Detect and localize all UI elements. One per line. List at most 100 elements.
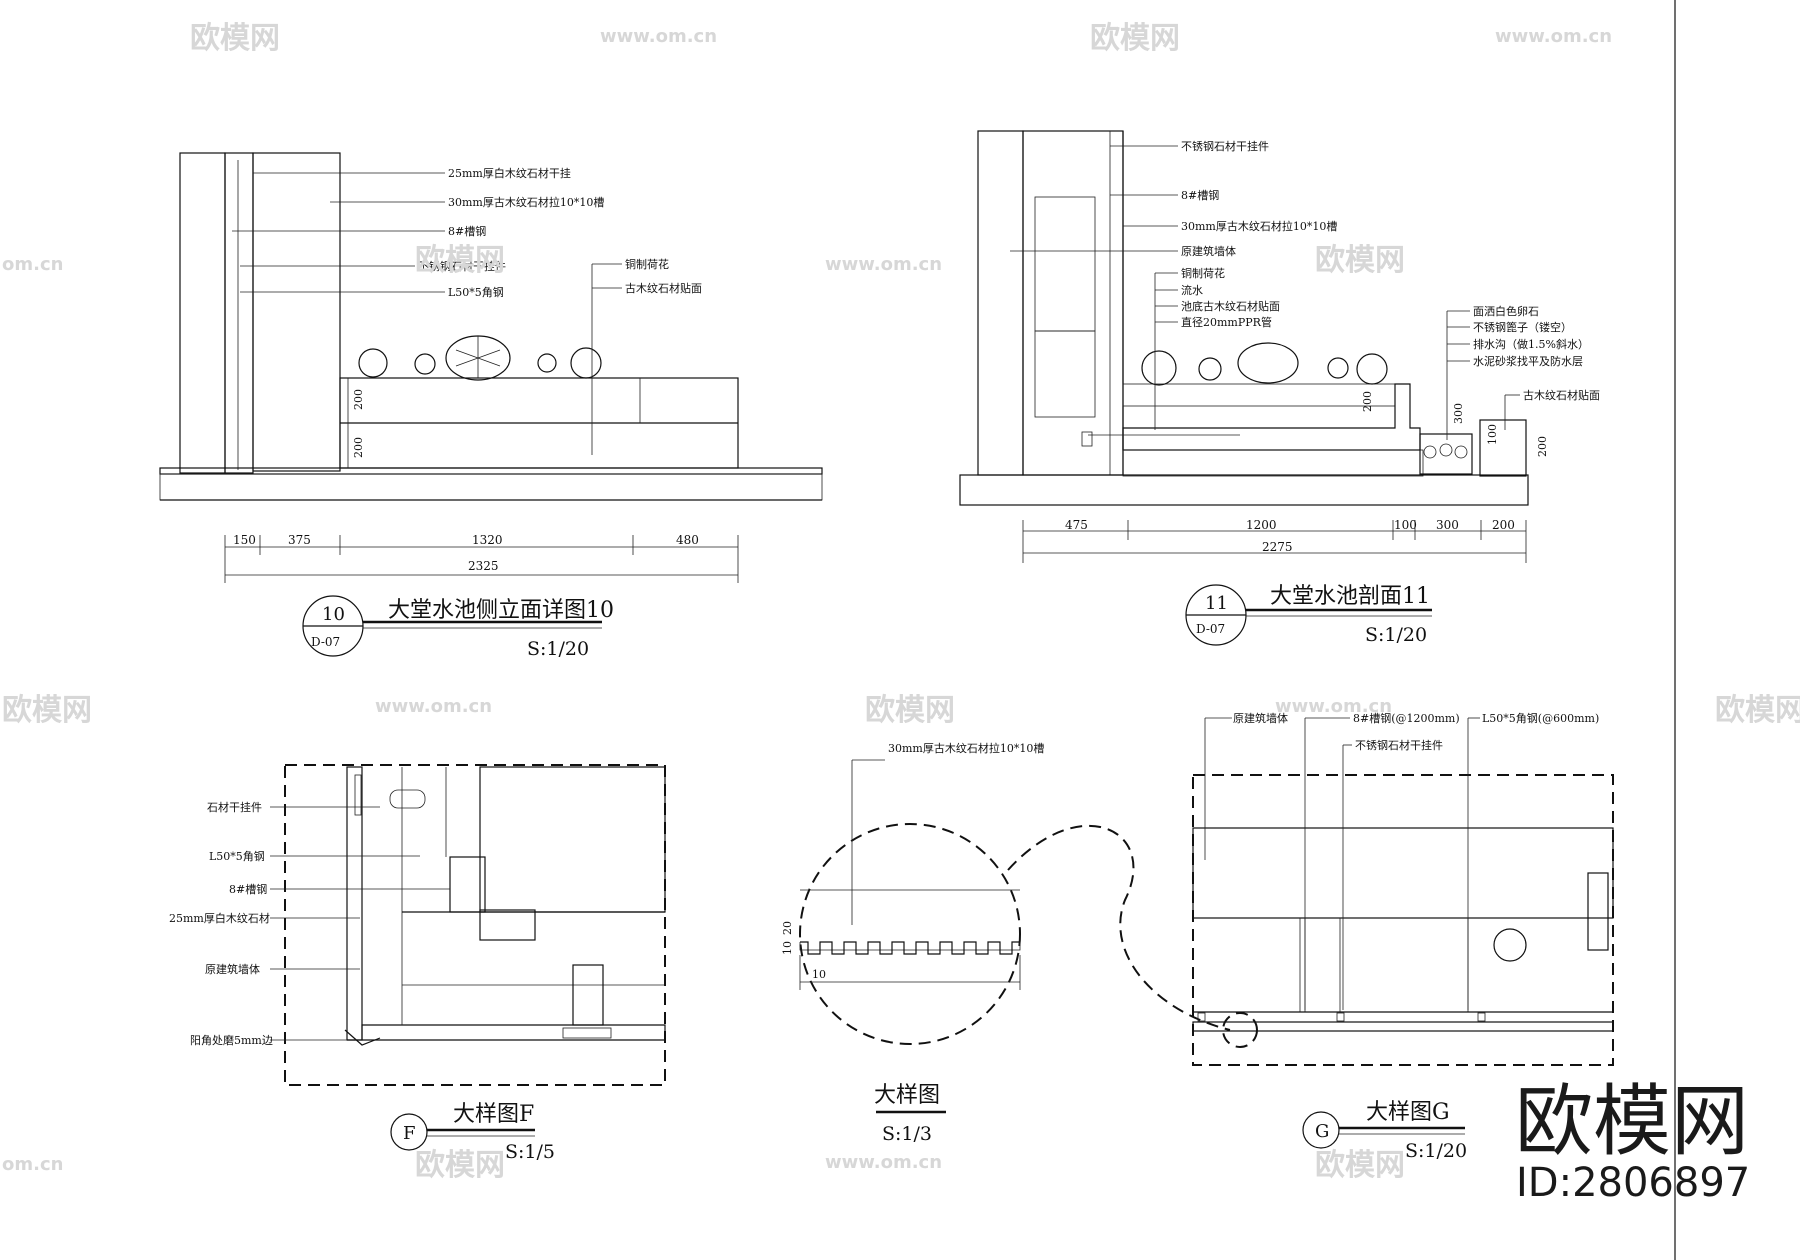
drawing-11-scale: S:1/20 <box>1365 624 1427 646</box>
drawing-10-number: 10 <box>322 604 345 625</box>
detail-mid-title: 大样图 <box>874 1083 940 1108</box>
detail-g-tag: G <box>1315 1121 1329 1142</box>
dim-11-0: 475 <box>1065 518 1088 532</box>
watermark-logo: 欧模网 <box>1715 693 1800 728</box>
dim-10-0: 150 <box>233 533 256 547</box>
dims-10 <box>224 378 739 583</box>
detail-f-text: 石材干挂件 L50*5角钢 8#槽钢 25mm厚白木纹石材 原建筑墙体 阳角处磨… <box>169 800 555 1163</box>
watermark-site: www.om.cn <box>825 1152 942 1173</box>
drawing-11-title: 大堂水池剖面11 <box>1270 584 1430 609</box>
brand-name: 欧模网 <box>1515 1077 1749 1167</box>
structural-wall <box>479 766 666 913</box>
wall-hatch <box>179 152 226 474</box>
detail-f <box>270 764 666 1151</box>
drawing-10-sheet: D-07 <box>311 635 340 649</box>
label-11-r2: 排水沟（做1.5%斜水） <box>1473 337 1589 351</box>
watermark-logo: 欧模网 <box>1090 21 1180 56</box>
detail-f-frame <box>284 764 666 1086</box>
brand-id: ID:2806897 <box>1516 1160 1750 1206</box>
water <box>1122 383 1396 407</box>
label-11-r4: 古木纹石材贴面 <box>1523 388 1600 402</box>
height-11-1: 300 <box>1452 403 1465 424</box>
label-10-4: L50*5角钢 <box>448 286 504 299</box>
drain <box>1419 433 1473 475</box>
watermark-logo: 欧模网 <box>865 693 955 728</box>
detail-mid-dim-0: 10 <box>781 941 794 955</box>
groove-profile <box>800 941 1020 955</box>
label-10-2: 8#槽钢 <box>448 225 486 238</box>
label-f-4: 原建筑墙体 <box>205 962 260 976</box>
dim-11-4: 200 <box>1492 518 1515 532</box>
label-11-l7: 直径20mmPPR管 <box>1181 315 1272 329</box>
label-g-3: 不锈钢石材干挂件 <box>1355 738 1443 752</box>
stone-cladding-g <box>1192 1021 1614 1032</box>
label-11-r3: 水泥砂浆找平及防水层 <box>1473 354 1583 368</box>
label-g-1: 8#槽钢(@1200mm) <box>1353 712 1460 725</box>
watermark-site: www.om.cn <box>600 26 717 47</box>
watermark-logo: 欧模网 <box>415 1148 505 1183</box>
grooved-stone <box>252 152 341 472</box>
callout-path <box>1007 824 1231 1031</box>
dims-11 <box>1022 520 1527 563</box>
label-11-r0: 面洒白色卵石 <box>1473 304 1539 318</box>
watermark-logo: 欧模网 <box>190 21 280 56</box>
label-11-l2: 30mm厚古木纹石材拉10*10槽 <box>1181 219 1337 233</box>
detail-f-title: 大样图F <box>453 1102 534 1127</box>
height-11-2: 100 <box>1486 424 1499 445</box>
drawing-10-text: 25mm厚白木纹石材干挂 30mm厚古木纹石材拉10*10槽 8#槽钢 不锈钢石… <box>233 166 702 660</box>
brand-mark: 欧模网 ID:2806897 <box>1515 1077 1750 1206</box>
leaders-11 <box>1010 145 1520 440</box>
watermark-short: om.cn <box>2 1154 63 1175</box>
label-11-r1: 不锈钢篦子（镂空） <box>1473 320 1572 334</box>
detail-mid-circle <box>799 823 1021 1045</box>
label-f-3: 25mm厚白木纹石材 <box>169 911 270 925</box>
dim-11-1: 1200 <box>1246 518 1277 532</box>
label-10-6: 古木纹石材贴面 <box>625 281 702 295</box>
dim-10-1: 375 <box>288 533 311 547</box>
label-11-l1: 8#槽钢 <box>1181 189 1219 202</box>
detail-f-scale: S:1/5 <box>505 1141 555 1163</box>
watermark-site: www.om.cn <box>1275 696 1392 717</box>
label-f-0: 石材干挂件 <box>207 800 262 814</box>
watermark-short: om.cn <box>2 254 63 275</box>
watermark-site: www.om.cn <box>1495 26 1612 47</box>
label-11-l3: 原建筑墙体 <box>1181 244 1236 258</box>
dim-11-3: 300 <box>1436 518 1459 532</box>
floor-slab-11 <box>959 474 1529 506</box>
drawing-11-number: 11 <box>1205 593 1228 614</box>
label-10-1: 30mm厚古木纹石材拉10*10槽 <box>448 195 604 209</box>
floor-slab <box>159 473 823 501</box>
leaders-f <box>270 806 450 1041</box>
detail-f-bubble <box>390 1113 428 1151</box>
detail-g-bubble <box>1302 1111 1340 1149</box>
leaders-10 <box>232 172 622 455</box>
detail-mid-label: 30mm厚古木纹石材拉10*10槽 <box>888 741 1044 755</box>
height-10-1: 200 <box>352 437 365 458</box>
steel-frame <box>224 152 254 474</box>
watermarks: 欧模网 www.om.cn 欧模网 www.om.cn om.cn 欧模网 ww… <box>2 21 1800 1183</box>
dim-10-2: 1320 <box>472 533 503 547</box>
label-f-1: L50*5角钢 <box>209 850 265 863</box>
drawing-11-section <box>959 130 1529 646</box>
drawing-10-title: 大堂水池侧立面详图10 <box>388 598 614 623</box>
drawing-11-sheet: D-07 <box>1196 622 1225 636</box>
label-f-2: 8#槽钢 <box>229 883 267 896</box>
dim-10-3: 480 <box>676 533 699 547</box>
copper-lotus-icon-11 <box>1141 342 1388 386</box>
label-11-l6: 池底古木纹石材贴面 <box>1181 299 1280 313</box>
height-10-0: 200 <box>352 389 365 410</box>
height-11-0: 200 <box>1361 391 1374 412</box>
label-11-l5: 流水 <box>1181 283 1203 297</box>
drawing-10-scale: S:1/20 <box>527 638 589 660</box>
detail-g-text: 原建筑墙体 8#槽钢(@1200mm) L50*5角钢(@600mm) 不锈钢石… <box>1233 711 1599 1162</box>
drawing-11-text: 不锈钢石材干挂件 8#槽钢 30mm厚古木纹石材拉10*10槽 原建筑墙体 铜制… <box>1065 139 1600 646</box>
wall-hatch-11 <box>977 130 1024 476</box>
dim-11-total: 2275 <box>1262 540 1293 554</box>
dim-11-2: 100 <box>1394 518 1417 532</box>
detail-g-scale: S:1/20 <box>1405 1140 1467 1162</box>
detail-g-title: 大样图G <box>1366 1100 1450 1125</box>
detail-g-frame <box>1192 774 1614 1066</box>
drawing-10-elevation <box>159 152 823 657</box>
label-10-0: 25mm厚白木纹石材干挂 <box>448 166 571 180</box>
